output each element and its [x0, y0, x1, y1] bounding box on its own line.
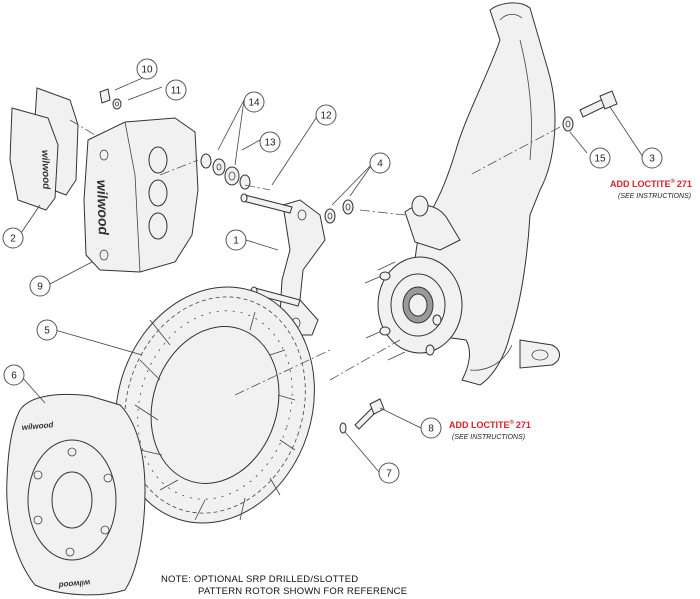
washers-4: [324, 199, 354, 224]
brake-pads: wilwood: [9, 87, 79, 211]
rotor-reference-note: NOTE: OPTIONAL SRP DRILLED/SLOTTED PATTE…: [161, 574, 407, 597]
svg-text:ADD LOCTITE®271: ADD LOCTITE®271: [449, 419, 531, 430]
svg-text:(SEE INSTRUCTIONS): (SEE INSTRUCTIONS): [452, 434, 525, 441]
bolt-3: [579, 90, 618, 118]
svg-text:13: 13: [264, 138, 276, 149]
caliper-logo-text: wilwood: [94, 180, 112, 236]
svg-text:2: 2: [10, 234, 16, 245]
callout-15: 15: [589, 147, 611, 169]
callout-2: 2: [2, 227, 24, 249]
svg-text:(SEE INSTRUCTIONS): (SEE INSTRUCTIONS): [618, 193, 691, 200]
spacers-13-14: [200, 153, 251, 190]
washer-15: [562, 116, 574, 132]
callout-14: 14: [243, 91, 265, 113]
callout-12: 12: [315, 104, 337, 126]
hat-logo-bottom: wilwood: [57, 578, 90, 590]
leader-lines: [18, 75, 644, 473]
loctite-note-upper: ADD LOCTITE®271 (SEE INSTRUCTIONS): [610, 178, 692, 200]
bolt-8: [354, 398, 385, 430]
callout-7: 7: [378, 462, 400, 484]
note-line-2: PATTERN ROTOR SHOWN FOR REFERENCE: [198, 586, 407, 597]
svg-text:3: 3: [649, 154, 655, 165]
svg-text:12: 12: [320, 111, 332, 122]
svg-text:7: 7: [386, 469, 392, 480]
washer-7: [339, 422, 347, 434]
svg-text:1: 1: [233, 236, 239, 247]
assembly-centerlines: [69, 119, 561, 396]
svg-text:10: 10: [141, 65, 153, 76]
svg-text:ADD LOCTITE®271: ADD LOCTITE®271: [610, 178, 692, 189]
callout-8: 8: [420, 417, 442, 439]
rotor-hat: wilwood wilwood: [6, 393, 146, 596]
hub-assembly: [364, 256, 463, 361]
note-line-1: NOTE: OPTIONAL SRP DRILLED/SLOTTED: [161, 574, 358, 585]
svg-text:14: 14: [248, 98, 260, 109]
brake-caliper: wilwood: [83, 117, 199, 273]
svg-text:6: 6: [11, 371, 17, 382]
svg-text:15: 15: [594, 154, 606, 165]
caliper-hardware: [99, 88, 122, 110]
hat-logo-top: wilwood: [21, 420, 54, 432]
loctite-note-lower: ADD LOCTITE®271 (SEE INSTRUCTIONS): [449, 419, 531, 441]
callout-3: 3: [641, 147, 663, 169]
pad-logo-text: wilwood: [39, 150, 51, 191]
svg-text:8: 8: [428, 424, 434, 435]
callout-6: 6: [3, 364, 25, 386]
callout-5: 5: [36, 319, 58, 341]
callout-11: 11: [165, 79, 187, 101]
callout-10: 10: [136, 58, 158, 80]
svg-text:4: 4: [377, 159, 383, 170]
callout-1: 1: [225, 229, 247, 251]
callout-4: 4: [369, 152, 391, 174]
svg-text:5: 5: [44, 326, 50, 337]
svg-text:11: 11: [171, 86, 182, 97]
callout-13: 13: [259, 131, 281, 153]
callout-9: 9: [29, 275, 51, 297]
svg-text:9: 9: [37, 282, 43, 293]
brake-rotor: [115, 286, 315, 524]
